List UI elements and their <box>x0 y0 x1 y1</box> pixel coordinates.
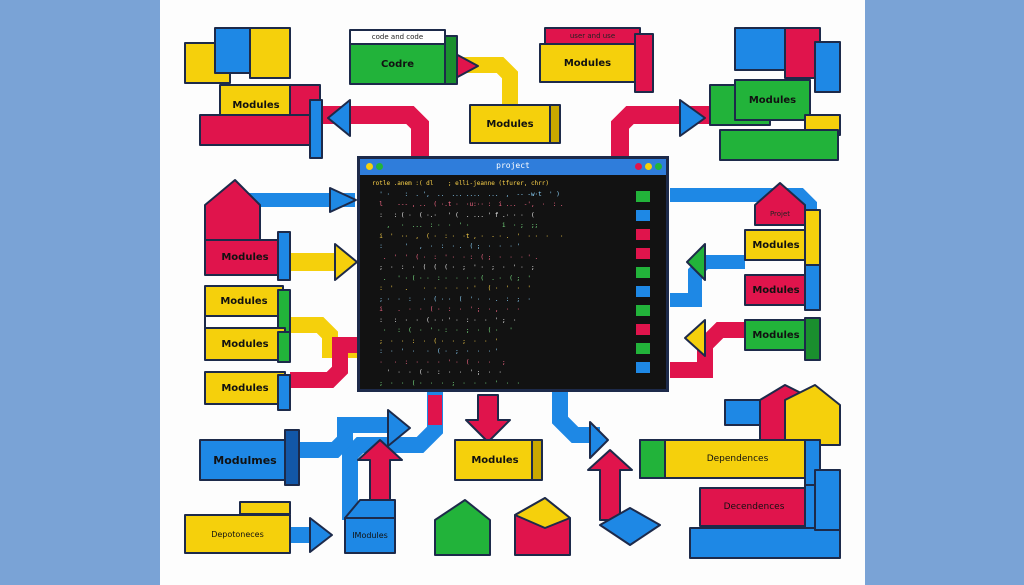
side-marker <box>636 267 650 278</box>
code-editor-window: project rotle .anem :( dl ; elli-jeanne … <box>357 156 669 392</box>
block-top-right-modules <box>539 27 654 93</box>
window-dot-icon <box>655 163 662 170</box>
block-left-column <box>204 179 291 411</box>
block-top-center <box>349 29 561 144</box>
side-marker <box>636 324 650 335</box>
code-line: . ' · ( · · : · · · · ( . · ( ; ' <box>372 274 535 282</box>
code-line: ; · : · ( ( ( · ; ' · ; · ' · ; <box>372 264 535 271</box>
code-line: l --- , .. ( ·.t · ·u:·· : i ... -', · :… <box>372 201 564 208</box>
connector-arrows <box>230 51 817 553</box>
arrow-left-top <box>327 99 351 137</box>
block-right-top <box>709 27 841 161</box>
code-line: ; · · : · ( · · ( ' · · . : ; · <box>372 295 531 303</box>
side-marker <box>636 210 650 221</box>
code-line: : · ' · · ( · ; · · · ' <box>372 348 499 355</box>
window-dot-icon <box>645 163 652 170</box>
block-bottom-center <box>434 439 661 556</box>
block-bottom-right <box>639 384 841 559</box>
code-lines: rotle .anem :( dl ; elli-jeanne (tfurer,… <box>372 179 563 389</box>
code-line: rotle .anem :( dl ; elli-jeanne (tfurer,… <box>372 180 550 187</box>
code-line: ; · · ( · · · ; · · · ' · · <box>372 379 528 387</box>
code-line: : ' . · · · · · ' ( · ' · ' <box>372 285 531 292</box>
code-line: : ' , · : · . ( ; · · · ' <box>372 243 521 250</box>
block-right-column <box>744 182 821 361</box>
code-line: ' · : . ', .. ... .... ... , -- -w·t ' ) <box>372 190 560 198</box>
window-dot-icon <box>366 163 373 170</box>
code-line: i . · · ( · : · ' ; · , · · <box>372 306 521 313</box>
code-line: · : ( · ' · : · ; · ( · ' <box>372 327 513 334</box>
window-dot-icon <box>635 163 642 170</box>
editor-title: project <box>496 161 530 170</box>
side-marker <box>636 305 650 316</box>
code-line: . ' ' ( · : ' · · : ( ; · · · ' . <box>372 253 539 261</box>
block-bottom-left <box>184 429 396 554</box>
side-marker <box>636 248 650 259</box>
editor-title-bar: project <box>360 159 666 175</box>
side-marker <box>636 362 650 373</box>
window-dot-icon <box>376 163 383 170</box>
code-line: : : · · ( · · ' · : · · ' ; · <box>372 316 524 324</box>
side-marker <box>636 343 650 354</box>
side-marker <box>636 229 650 240</box>
code-line: i ' ·· , ( · : · ·t , · - · . ' · · · · <box>372 232 564 240</box>
code-line: : : ( · ( ·.· ' ( . ... ' f .· · · ( <box>372 211 546 219</box>
block-top-left <box>184 27 323 159</box>
code-line: , · ... : · · ' · i · ; ;; <box>372 222 550 229</box>
code-line: ' · · ( · : · · ' ; · · <box>372 369 503 376</box>
side-marker <box>636 191 650 202</box>
code-line: ; · · : · ( · · ; · · ' <box>372 337 506 345</box>
code-line: · · : · · · ' · ( · · ; <box>372 358 506 366</box>
side-marker <box>636 286 650 297</box>
diagram-canvas: .o{stroke:#1d2a4a;stroke-width:2;stroke-… <box>160 0 865 585</box>
diagram-graphics: .o{stroke:#1d2a4a;stroke-width:2;stroke-… <box>184 27 841 559</box>
